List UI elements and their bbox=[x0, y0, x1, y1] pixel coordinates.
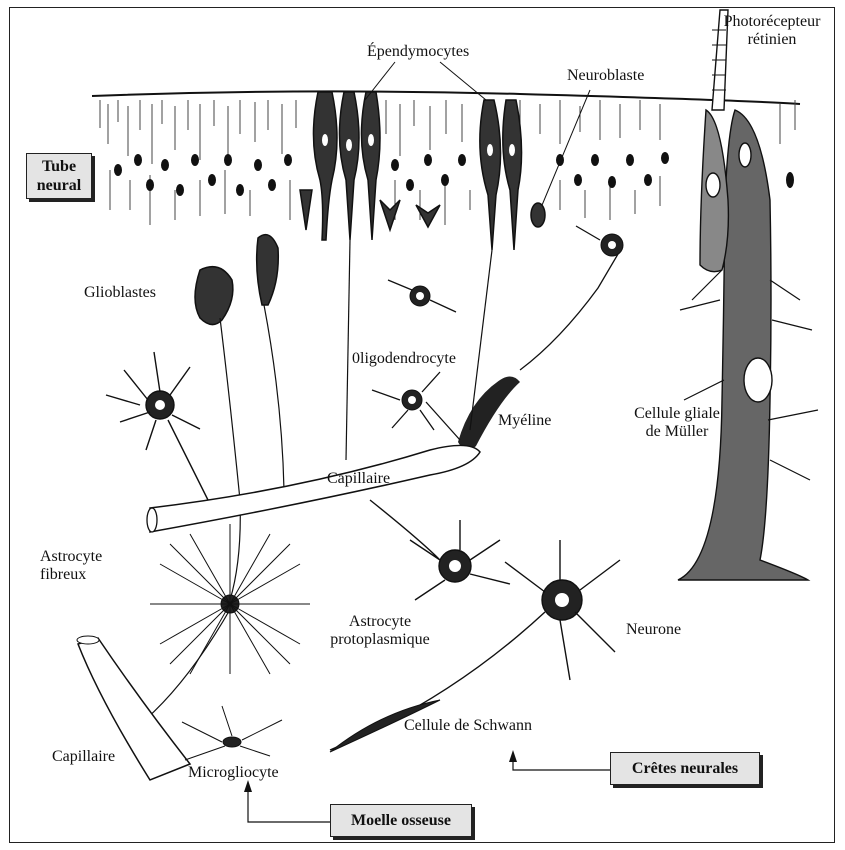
astrocyte-upper-left bbox=[106, 352, 208, 500]
label-photorecepteur-line2: rétinien bbox=[708, 31, 836, 49]
label-cellule-gliale-line2: de Müller bbox=[622, 423, 732, 441]
box-tube-neural-line2: neural bbox=[37, 176, 81, 195]
microgliocyte-cell bbox=[182, 706, 282, 760]
label-cellule-gliale: Cellule gliale de Müller bbox=[622, 405, 732, 441]
label-photorecepteur: Photorécepteur rétinien bbox=[708, 13, 836, 49]
label-glioblastes: Glioblastes bbox=[84, 284, 156, 302]
ependymocyte-pointer-1 bbox=[365, 62, 395, 100]
label-capillaire-bottom: Capillaire bbox=[52, 748, 115, 766]
label-capillaire-center: Capillaire bbox=[327, 470, 390, 488]
label-cellule-gliale-line1: Cellule gliale bbox=[622, 405, 732, 423]
box-tube-neural-line1: Tube bbox=[42, 157, 76, 176]
neural-tube-nuclei bbox=[114, 152, 794, 196]
label-astrocyte-fibreux-line2: fibreux bbox=[40, 566, 102, 584]
ependymocyte-cells bbox=[313, 92, 521, 250]
label-myeline: Myéline bbox=[498, 412, 551, 430]
label-astrocyte-proto-line2: protoplasmique bbox=[320, 631, 440, 649]
moelle-osseuse-arrow bbox=[248, 790, 330, 822]
label-astrocyte-proto-line1: Astrocyte bbox=[320, 613, 440, 631]
label-astrocyte-protoplasmique: Astrocyte protoplasmique bbox=[320, 613, 440, 649]
astrocyte-fibrous bbox=[150, 524, 310, 674]
neural-tube-hatching bbox=[100, 100, 795, 225]
label-photorecepteur-line1: Photorécepteur bbox=[708, 13, 836, 31]
glioblast-cells bbox=[195, 235, 278, 325]
label-microgliocyte: Microgliocyte bbox=[188, 764, 279, 782]
neuroblast-cells bbox=[300, 190, 545, 230]
ependymocyte-pointer-2 bbox=[440, 62, 486, 100]
label-astrocyte-fibreux: Astrocyte fibreux bbox=[40, 548, 102, 584]
label-cellule-schwann: Cellule de Schwann bbox=[404, 717, 532, 735]
label-oligodendrocyte: 0ligodendrocyte bbox=[352, 350, 456, 368]
capillary-center bbox=[150, 445, 480, 532]
neuroblaste-pointer bbox=[540, 90, 590, 210]
astrocyte-protoplasmic bbox=[370, 500, 510, 600]
box-tube-neural: Tube neural bbox=[26, 153, 92, 199]
label-neuroblaste: Neuroblaste bbox=[567, 67, 644, 85]
box-cretes-neurales: Crêtes neurales bbox=[610, 752, 760, 785]
box-moelle-osseuse: Moelle osseuse bbox=[330, 804, 472, 837]
label-astrocyte-fibreux-line1: Astrocyte bbox=[40, 548, 102, 566]
cretes-neurales-arrow bbox=[513, 760, 610, 770]
label-neurone: Neurone bbox=[626, 621, 681, 639]
label-ependymocytes: Épendymocytes bbox=[367, 43, 469, 61]
